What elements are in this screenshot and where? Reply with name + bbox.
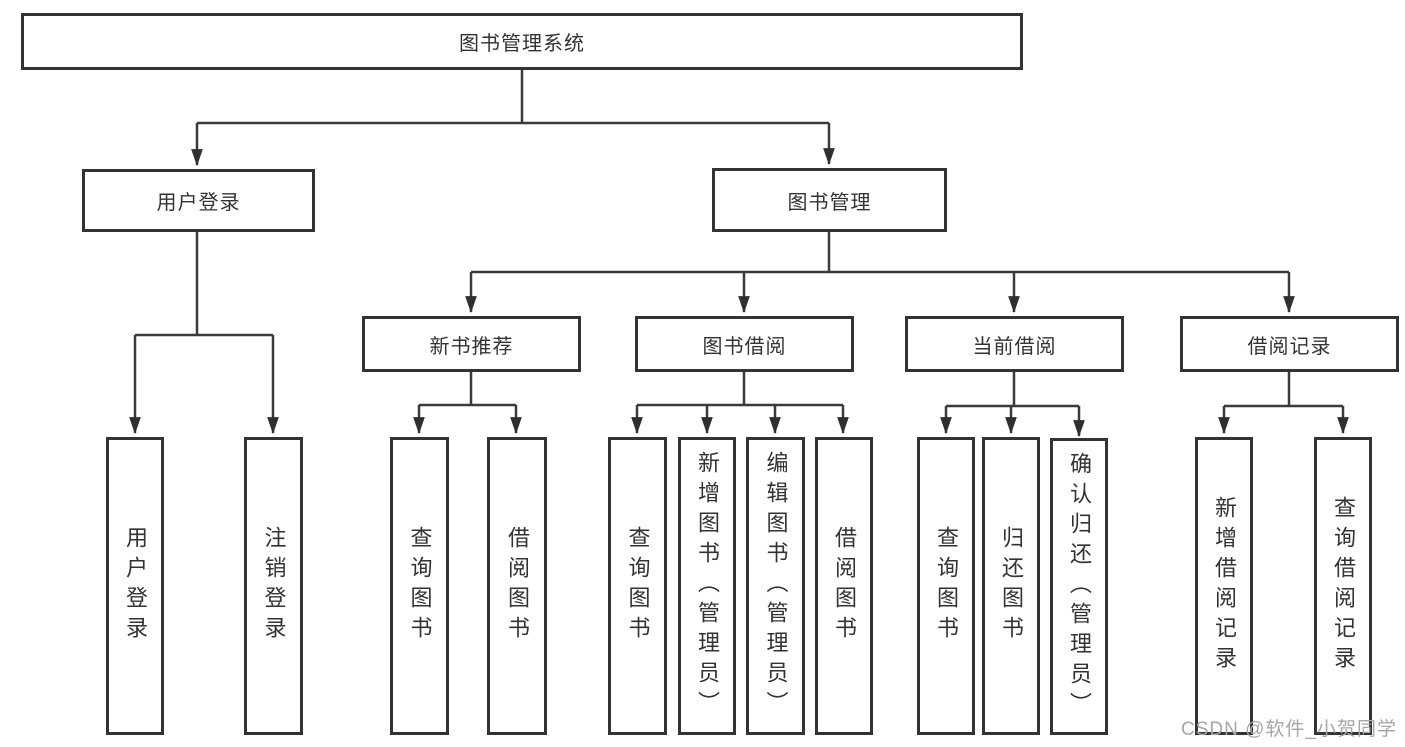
node-new-book-recommend: 新书推荐 bbox=[362, 316, 581, 372]
leaf-bb-query-books: 查询图书 bbox=[608, 437, 667, 735]
leaf-nb-borrow-books-label: 借阅图书 bbox=[505, 526, 530, 646]
leaf-bb-add-books-admin-label: 新增图书（管理员） bbox=[695, 451, 720, 721]
node-book-borrow: 图书借阅 bbox=[635, 316, 854, 372]
leaf-bb-borrow-books-label: 借阅图书 bbox=[832, 526, 857, 646]
node-borrow-records-label: 借阅记录 bbox=[1247, 335, 1332, 358]
leaf-bb-edit-books-admin: 编辑图书（管理员） bbox=[746, 437, 805, 735]
leaf-cb-query-books: 查询图书 bbox=[917, 437, 975, 735]
connector-user-login-to-leaves bbox=[129, 232, 279, 435]
node-book-management-label: 图书管理 bbox=[787, 191, 872, 214]
leaf-br-query-record: 查询借阅记录 bbox=[1314, 437, 1372, 735]
leaf-logout: 注销登录 bbox=[244, 437, 303, 735]
connector-book-borrow-to-leaves bbox=[631, 372, 849, 435]
leaf-bb-query-books-label: 查询图书 bbox=[625, 526, 651, 646]
leaf-user-login-label: 用户登录 bbox=[123, 526, 148, 646]
leaf-br-add-record-label: 新增借阅记录 bbox=[1212, 496, 1237, 676]
leaf-nb-borrow-books: 借阅图书 bbox=[487, 437, 547, 735]
leaf-bb-borrow-books: 借阅图书 bbox=[815, 437, 873, 735]
leaf-br-query-record-label: 查询借阅记录 bbox=[1331, 496, 1356, 676]
leaf-cb-confirm-return-admin: 确认归还（管理员） bbox=[1050, 438, 1108, 735]
connector-book-mgmt-to-level3 bbox=[465, 232, 1295, 314]
leaf-logout-label: 注销登录 bbox=[261, 526, 287, 646]
connector-new-books-to-leaves bbox=[413, 372, 522, 435]
leaf-cb-query-books-label: 查询图书 bbox=[934, 526, 959, 646]
leaf-cb-confirm-return-admin-label: 确认归还（管理员） bbox=[1067, 451, 1092, 722]
node-root-label: 图书管理系统 bbox=[459, 33, 585, 55]
node-current-borrow-label: 当前借阅 bbox=[972, 335, 1057, 358]
connector-borrow-records-to-leaves bbox=[1218, 372, 1349, 435]
leaf-nb-query-books: 查询图书 bbox=[390, 437, 449, 735]
leaf-user-login: 用户登录 bbox=[106, 437, 164, 735]
node-user-login-label: 用户登录 bbox=[156, 192, 241, 214]
node-book-borrow-label: 图书借阅 bbox=[702, 335, 787, 358]
leaf-cb-return-books-label: 归还图书 bbox=[999, 526, 1024, 646]
leaf-bb-add-books-admin: 新增图书（管理员） bbox=[678, 437, 736, 735]
node-new-book-recommend-label: 新书推荐 bbox=[429, 335, 514, 358]
node-root-library-system: 图书管理系统 bbox=[21, 13, 1023, 70]
connector-current-borrow-to-leaves bbox=[940, 372, 1085, 438]
watermark-csdn: CSDN @软件_小贺同学 bbox=[1181, 719, 1397, 740]
leaf-cb-return-books: 归还图书 bbox=[982, 437, 1040, 735]
node-borrow-records: 借阅记录 bbox=[1180, 316, 1399, 372]
leaf-nb-query-books-label: 查询图书 bbox=[407, 526, 433, 646]
leaf-bb-edit-books-admin-label: 编辑图书（管理员） bbox=[763, 451, 789, 721]
connector-root-to-level2 bbox=[191, 70, 835, 167]
node-book-management: 图书管理 bbox=[712, 168, 947, 232]
node-current-borrow: 当前借阅 bbox=[905, 316, 1124, 372]
node-user-login: 用户登录 bbox=[82, 169, 315, 232]
leaf-br-add-record: 新增借阅记录 bbox=[1195, 437, 1253, 735]
